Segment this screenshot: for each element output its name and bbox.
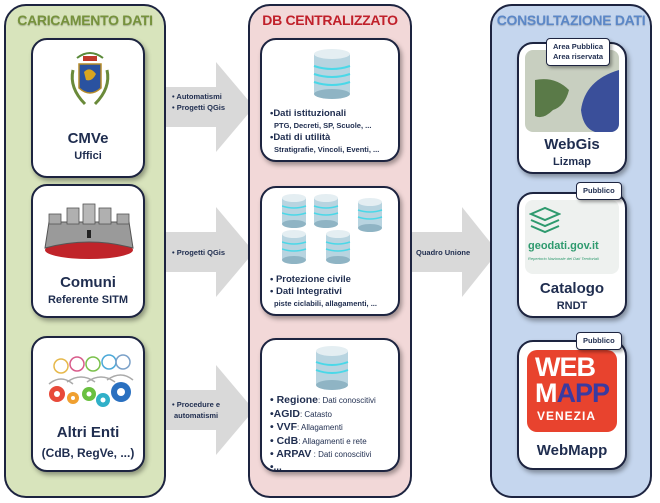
card-webmapp[interactable]: WEB MAPP VENEZIA WebMapp [517, 340, 627, 470]
card-catalogo[interactable]: geodati.gov.it Repertorio Nazionale dei … [517, 192, 627, 318]
arrow-label-cmve: • Automatismi • Progetti QGis [172, 92, 226, 112]
people-gears-icon [48, 354, 134, 407]
db-items-list: • Protezione civile • Dati Integrativi p… [270, 274, 377, 308]
map-thumbnail-icon [525, 50, 619, 132]
column-title: CARICAMENTO DATI [17, 12, 153, 28]
card-subtitle: Uffici [74, 150, 102, 162]
access-badge-webmapp: Pubblico [576, 332, 622, 350]
column-consultazione-dati: CONSULTAZIONE DATI WebGis Lizmap Area Pu… [490, 4, 652, 498]
geodati-logo-text: geodati.gov.it [528, 240, 599, 252]
card-cmve[interactable]: CMVe Uffici [31, 38, 145, 178]
card-subtitle: (CdB, RegVe, ...) [41, 446, 135, 460]
layers-icon [529, 206, 561, 234]
access-badge-catalogo: Pubblico [576, 182, 622, 200]
card-comuni[interactable]: Comuni Referente SITM [31, 184, 145, 318]
card-subtitle: Lizmap [553, 156, 591, 168]
card-dati-istituzionali[interactable]: •Dati istituzionali PTG, Decreti, SP, Sc… [260, 38, 400, 162]
flow-arrow-altri-enti [164, 365, 254, 455]
geodati-logo-icon: geodati.gov.it Repertorio Nazionale dei … [525, 200, 619, 274]
access-badge-webgis: Area Pubblica Area riservata [546, 38, 611, 66]
card-protezione-civile[interactable]: • Protezione civile • Dati Integrativi p… [260, 186, 400, 316]
flow-arrow-comuni [164, 207, 254, 297]
column-caricamento-dati: CARICAMENTO DATI CMVe Uffici Comuni Refe… [4, 4, 166, 498]
card-title: WebGis [544, 136, 600, 153]
db-items-list: • Regione: Dati conoscitivi •AGID: Catas… [270, 394, 376, 473]
column-title: DB CENTRALIZZATO [262, 12, 398, 28]
card-title: Altri Enti [56, 424, 120, 441]
column-title: CONSULTAZIONE DATI [496, 12, 646, 28]
flow-arrow-quadro-unione [410, 207, 498, 297]
card-title: Comuni [60, 274, 116, 291]
card-subtitle: Referente SITM [47, 294, 129, 306]
coat-of-arms-icon [70, 52, 110, 106]
arrow-label-quadro-unione: Quadro Unione [416, 248, 471, 257]
column-db-centralizzato: DB CENTRALIZZATO •Dati istituzionali PTG… [248, 4, 412, 498]
card-subtitle: RNDT [556, 300, 588, 312]
databases-icon [282, 194, 383, 265]
db-items-list: •Dati istituzionali PTG, Decreti, SP, Sc… [270, 108, 380, 154]
geodati-logo-subtext: Repertorio Nazionale dei Dati Territoria… [528, 256, 599, 261]
card-title: Catalogo [539, 280, 605, 297]
webmapp-logo-icon: WEB MAPP VENEZIA [527, 350, 617, 432]
database-icon [315, 346, 349, 390]
flow-arrow-cmve [164, 62, 254, 152]
card-altri-enti-db[interactable]: • Regione: Dati conoscitivi •AGID: Catas… [260, 338, 400, 473]
arrow-label-altri-enti: • Procedure e automatismi [172, 400, 221, 420]
card-altri-enti[interactable]: Altri Enti (CdB, RegVe, ...) [31, 336, 145, 472]
card-title: WebMapp [536, 442, 608, 459]
mural-crown-icon [44, 203, 134, 259]
arrow-label-comuni: • Progetti QGis [172, 248, 226, 257]
database-icon [313, 49, 351, 99]
card-title: CMVe [67, 130, 109, 147]
